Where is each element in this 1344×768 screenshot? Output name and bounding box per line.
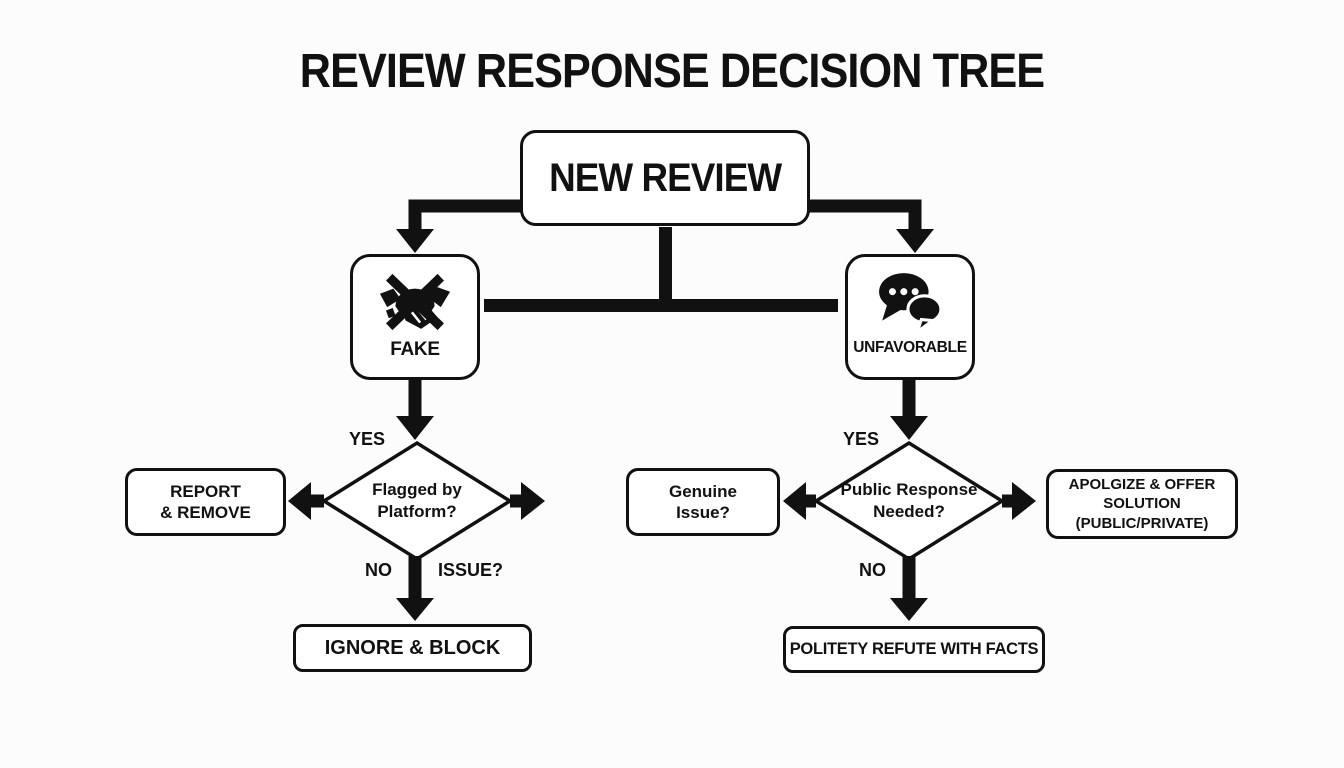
label-flagged-yes: YES	[349, 429, 386, 449]
node-apologize-offer-solution: APOLGIZE & OFFER SOLUTION (PUBLIC/PRIVAT…	[1046, 469, 1238, 539]
fake-label: FAKE	[390, 339, 440, 360]
connector-public-no-to-refute	[890, 556, 928, 621]
new-review-label: NEW REVIEW	[548, 156, 782, 200]
genuine-line2: Issue?	[676, 503, 730, 522]
ignore-label: IGNORE & BLOCK	[324, 636, 501, 659]
connector-fake-to-flagged	[396, 378, 434, 440]
label-flagged-issue: ISSUE?	[438, 560, 504, 580]
decision-public-response: Public Response Needed?	[819, 479, 999, 523]
connector-unfavorable-to-public	[890, 378, 928, 440]
public-line1: Public Response	[840, 480, 978, 499]
node-ignore-block: IGNORE & BLOCK	[293, 624, 532, 672]
node-fake: FAKE	[350, 254, 480, 380]
label-public-yes: YES	[843, 429, 880, 449]
connector-public-yes-to-apologize	[1002, 482, 1036, 520]
node-report-remove: REPORT & REMOVE	[125, 468, 286, 536]
flagged-line1: Flagged by	[372, 480, 462, 499]
refute-label: POLITETY REFUTE WITH FACTS	[789, 640, 1039, 659]
node-unfavorable: UNFAVORABLE	[845, 254, 975, 380]
connector-flagged-no-to-ignore	[396, 556, 434, 621]
label-flagged-no: NO	[365, 560, 392, 580]
genuine-line1: Genuine	[668, 481, 737, 501]
connector-newreview-to-fake	[396, 199, 522, 253]
decision-flagged-by-platform: Flagged by Platform?	[327, 479, 507, 523]
flagged-line2: Platform?	[377, 502, 457, 522]
connector-newreview-to-unfavorable	[808, 199, 934, 253]
unfavorable-label: UNFAVORABLE	[853, 339, 967, 356]
node-politely-refute-with-facts: POLITETY REFUTE WITH FACTS	[783, 626, 1045, 673]
apologize-line2: SOLUTION	[1103, 495, 1181, 513]
fake-handshake-icon	[379, 273, 451, 331]
label-public-no: NO	[859, 560, 886, 580]
connector-center-tee	[484, 227, 838, 312]
connector-flagged-issue-right	[510, 482, 545, 520]
apologize-line1: APOLGIZE & OFFER	[1068, 475, 1216, 493]
apologize-line3: (PUBLIC/PRIVATE)	[1075, 514, 1209, 532]
node-new-review: NEW REVIEW	[520, 130, 810, 226]
diagram-title: REVIEW RESPONSE DECISION TREE	[299, 45, 1045, 98]
report-line2: & REMOVE	[160, 503, 251, 522]
node-genuine-issue: Genuine Issue?	[626, 468, 780, 536]
public-line2: Needed?	[873, 502, 945, 522]
connector-flagged-yes-to-report	[288, 482, 324, 520]
chat-bubbles-icon	[879, 273, 943, 335]
report-line1: REPORT	[170, 481, 241, 501]
connector-public-to-genuine	[783, 482, 816, 520]
